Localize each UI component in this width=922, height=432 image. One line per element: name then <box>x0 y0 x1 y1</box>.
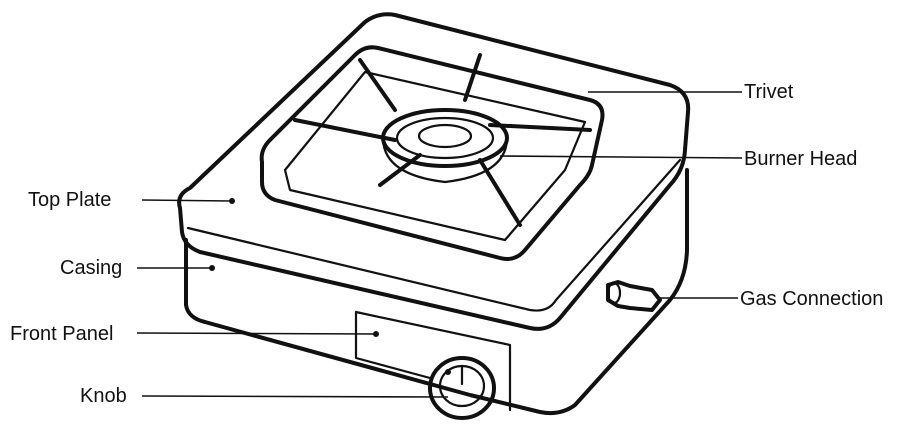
trivet-arm <box>378 153 422 187</box>
leader-dot <box>373 331 379 337</box>
label-burner-head: Burner Head <box>744 148 858 170</box>
trivet-arm <box>488 123 592 132</box>
leader-knob <box>141 395 449 398</box>
leader-dot <box>209 265 215 271</box>
label-front-panel: Front Panel <box>10 323 114 345</box>
burner-cap <box>417 123 473 149</box>
burner-outer <box>381 108 509 168</box>
burner-base <box>381 138 509 184</box>
label-trivet: Trivet <box>744 81 794 103</box>
gas-connection-end <box>606 281 622 305</box>
burner-ring <box>395 116 495 160</box>
trivet-inner <box>283 70 587 242</box>
label-casing: Casing <box>60 257 123 279</box>
front-panel-outline <box>354 310 512 412</box>
gas-connection-fitting <box>606 280 662 312</box>
trivet-arm <box>358 58 397 112</box>
label-top-plate: Top Plate <box>28 189 112 211</box>
top-plate-rim <box>186 158 682 312</box>
leader-front-panel <box>136 332 377 335</box>
casing-outline <box>184 168 689 416</box>
trivet-arm <box>293 118 397 142</box>
knob-outline <box>428 356 496 420</box>
label-gas-connection: Gas Connection <box>740 288 884 310</box>
trivet-arm <box>463 53 482 102</box>
label-knob: Knob <box>80 385 127 407</box>
top-plate-outline <box>177 12 691 331</box>
leader-burner-head <box>499 155 743 159</box>
leader-dot <box>229 198 235 204</box>
leader-top-plate <box>141 199 233 202</box>
knob-dot <box>445 369 451 375</box>
trivet-frame <box>259 45 605 261</box>
